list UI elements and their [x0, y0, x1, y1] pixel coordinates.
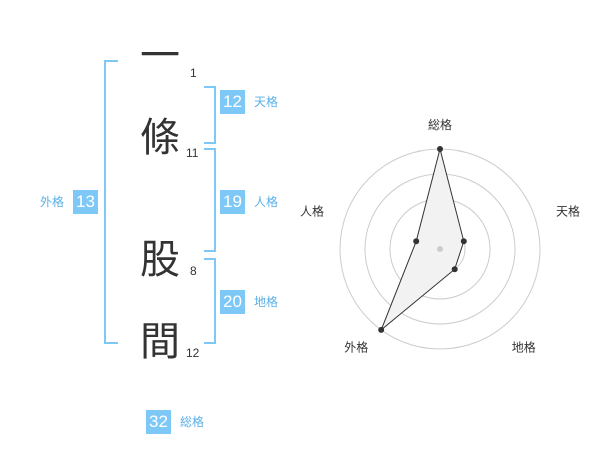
radar-center-point	[437, 246, 443, 252]
jinkaku-value: 19	[220, 190, 245, 214]
radar-data-point	[413, 238, 420, 245]
jinkaku-label: 人格	[254, 195, 279, 209]
stroke-count-4: 12	[186, 346, 200, 360]
stroke-count-2: 11	[186, 146, 199, 160]
radar-axis-label: 総格	[428, 117, 452, 132]
tenkaku-value: 12	[220, 90, 245, 114]
soukaku-label: 総格	[180, 415, 205, 429]
chikaku-value: 20	[220, 290, 245, 314]
radar-axis-label: 天格	[556, 203, 580, 218]
name-char-1: 一	[140, 33, 180, 79]
gaikaku-label: 外格	[40, 195, 65, 209]
radar-series-polygon	[380, 148, 465, 331]
chikaku-bracket	[204, 258, 216, 344]
soukaku-value: 32	[146, 410, 171, 434]
gaikaku-bracket	[104, 60, 118, 344]
radar-axis-label: 人格	[300, 203, 324, 218]
stroke-count-1: 1	[190, 66, 197, 80]
radar-data-point	[460, 238, 467, 245]
tenkaku-label: 天格	[254, 95, 279, 109]
radar-data-point	[451, 266, 458, 273]
jinkaku-bracket	[204, 148, 216, 252]
tenkaku-bracket	[204, 86, 216, 144]
radar-axis-label: 外格	[344, 340, 368, 355]
stroke-count-3: 8	[190, 264, 197, 278]
gaikaku-value: 13	[73, 190, 98, 214]
name-char-4: 間	[140, 319, 180, 365]
radar-axis-label: 地格	[512, 340, 536, 355]
radar-data-point	[378, 326, 385, 333]
name-char-2: 條	[140, 115, 180, 161]
name-char-3: 股	[140, 237, 180, 283]
chikaku-label: 地格	[254, 295, 279, 309]
radar-data-point	[437, 146, 443, 152]
